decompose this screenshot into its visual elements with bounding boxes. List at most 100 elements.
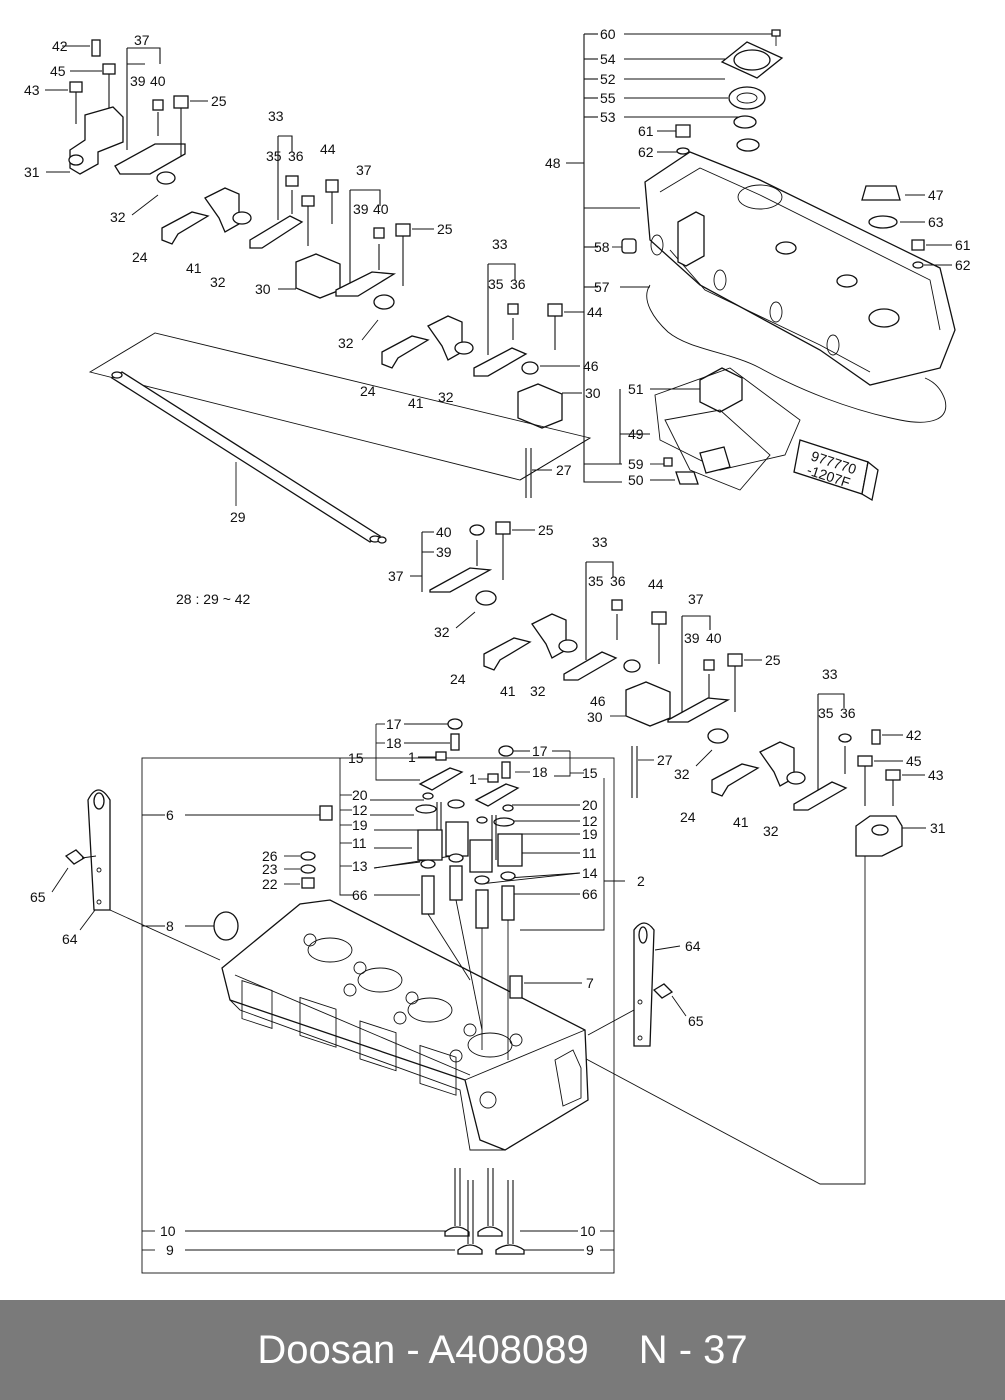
part-label-n9a: 9 bbox=[166, 1242, 174, 1258]
part-label-n36d: 36 bbox=[840, 705, 856, 721]
part-label-n8: 8 bbox=[166, 918, 174, 934]
part-label-n27b: 27 bbox=[657, 752, 673, 768]
part-label-n33b: 33 bbox=[492, 236, 508, 252]
part-label-n32c: 32 bbox=[338, 335, 354, 351]
part-label-n32e: 32 bbox=[434, 624, 450, 640]
part-label-n59: 59 bbox=[628, 456, 644, 472]
part-label-n1b: 1 bbox=[469, 771, 477, 787]
part-label-n40b: 40 bbox=[373, 201, 389, 217]
part-label-n43a: 43 bbox=[24, 82, 40, 98]
part-label-n41b: 41 bbox=[408, 395, 424, 411]
part-label-n15a: 15 bbox=[348, 750, 364, 766]
rocker-assembly-lower: 40 39 37 25 32 24 41 32 33 35 36 44 46 3… bbox=[388, 521, 946, 1185]
part-label-n65a: 65 bbox=[30, 889, 46, 905]
part-label-n66b: 66 bbox=[582, 886, 598, 902]
part-label-n24c: 24 bbox=[450, 671, 466, 687]
part-label-n37b: 37 bbox=[356, 162, 372, 178]
part-label-n7: 7 bbox=[586, 975, 594, 991]
part-label-n25c: 25 bbox=[538, 522, 554, 538]
part-label-n6: 6 bbox=[166, 807, 174, 823]
part-label-n22: 22 bbox=[262, 876, 278, 892]
part-label-n41d: 41 bbox=[733, 814, 749, 830]
part-label-n36a: 36 bbox=[288, 148, 304, 164]
rocker-assembly-upper: 42 45 43 31 37 39 40 25 32 24 41 32 33 3… bbox=[24, 32, 603, 607]
part-label-n39b: 39 bbox=[353, 201, 369, 217]
part-label-n52: 52 bbox=[600, 71, 616, 87]
part-label-n41c: 41 bbox=[500, 683, 516, 699]
part-label-n65b: 65 bbox=[688, 1013, 704, 1029]
part-label-n35c: 35 bbox=[588, 573, 604, 589]
part-label-n25d: 25 bbox=[765, 652, 781, 668]
part-label-n1a: 1 bbox=[408, 749, 416, 765]
part-label-n41a: 41 bbox=[186, 260, 202, 276]
part-label-n23: 23 bbox=[262, 861, 278, 877]
part-label-n46a: 46 bbox=[583, 358, 599, 374]
part-label-n32a: 32 bbox=[110, 209, 126, 225]
part-label-n57: 57 bbox=[594, 279, 610, 295]
part-label-n50: 50 bbox=[628, 472, 644, 488]
part-label-n62b: 62 bbox=[955, 257, 971, 273]
part-label-n61a: 61 bbox=[638, 123, 654, 139]
part-label-n12a: 12 bbox=[352, 802, 368, 818]
part-label-n24d: 24 bbox=[680, 809, 696, 825]
part-label-n32g: 32 bbox=[674, 766, 690, 782]
page-number: N - 37 bbox=[638, 1328, 748, 1372]
part-label-n30c: 30 bbox=[587, 709, 603, 725]
part-label-n17a: 17 bbox=[386, 716, 402, 732]
part-label-n2: 2 bbox=[637, 873, 645, 889]
part-label-n31a: 31 bbox=[24, 164, 40, 180]
part-label-n30a: 30 bbox=[255, 281, 271, 297]
part-label-n31b: 31 bbox=[930, 820, 946, 836]
part-label-n10a: 10 bbox=[160, 1223, 176, 1239]
part-label-n49: 49 bbox=[628, 426, 644, 442]
part-label-n54: 54 bbox=[600, 51, 616, 67]
part-label-n11a: 11 bbox=[352, 835, 367, 851]
part-label-n55: 55 bbox=[600, 90, 616, 106]
part-label-n24a: 24 bbox=[132, 249, 148, 265]
part-label-n47: 47 bbox=[928, 187, 944, 203]
part-label-n25a: 25 bbox=[211, 93, 227, 109]
part-label-n33d: 33 bbox=[822, 666, 838, 682]
part-label-n48: 48 bbox=[545, 155, 561, 171]
part-label-n36b: 36 bbox=[510, 276, 526, 292]
part-label-n19b: 19 bbox=[582, 826, 598, 842]
part-label-n30b: 30 bbox=[585, 385, 601, 401]
part-label-n46b: 46 bbox=[590, 693, 606, 709]
part-label-n45a: 45 bbox=[50, 63, 66, 79]
part-label-n32d: 32 bbox=[438, 389, 454, 405]
part-label-n27a: 27 bbox=[556, 462, 572, 478]
part-label-n66a: 66 bbox=[352, 887, 368, 903]
part-label-n43b: 43 bbox=[928, 767, 944, 783]
part-label-n36c: 36 bbox=[610, 573, 626, 589]
part-label-n35b: 35 bbox=[488, 276, 504, 292]
part-label-n64a: 64 bbox=[62, 931, 78, 947]
part-label-n20b: 20 bbox=[582, 797, 598, 813]
part-label-n51: 51 bbox=[628, 381, 644, 397]
part-label-n33a: 33 bbox=[268, 108, 284, 124]
part-label-n42b: 42 bbox=[906, 727, 922, 743]
part-label-n37c: 37 bbox=[388, 568, 404, 584]
part-label-n35a: 35 bbox=[266, 148, 282, 164]
part-label-n19a: 19 bbox=[352, 817, 368, 833]
part-label-n42a: 42 bbox=[52, 38, 68, 54]
cylinder-head-assembly: 6 8 10 9 10 9 15 20 12 19 11 13 66 bbox=[30, 716, 704, 1274]
part-label-n39a: 39 bbox=[130, 73, 146, 89]
part-label-n35d: 35 bbox=[818, 705, 834, 721]
part-label-n64b: 64 bbox=[685, 938, 701, 954]
part-label-n61b: 61 bbox=[955, 237, 971, 253]
exploded-parts-diagram: 61 62 47 63 61 62 bbox=[24, 26, 971, 1274]
part-label-n60: 60 bbox=[600, 26, 616, 42]
part-label-n45b: 45 bbox=[906, 753, 922, 769]
part-label-n58: 58 bbox=[594, 239, 610, 255]
part-label-n26: 26 bbox=[262, 848, 278, 864]
part-label-n39c: 39 bbox=[436, 544, 452, 560]
part-label-n37a: 37 bbox=[134, 32, 150, 48]
part-label-n18a: 18 bbox=[386, 735, 402, 751]
part-label-n28note: 28 : 29 ~ 42 bbox=[176, 591, 251, 607]
part-label-n39d: 39 bbox=[684, 630, 700, 646]
part-label-n53: 53 bbox=[600, 109, 616, 125]
part-label-n32f: 32 bbox=[530, 683, 546, 699]
part-label-n40a: 40 bbox=[150, 73, 166, 89]
part-label-n63: 63 bbox=[928, 214, 944, 230]
